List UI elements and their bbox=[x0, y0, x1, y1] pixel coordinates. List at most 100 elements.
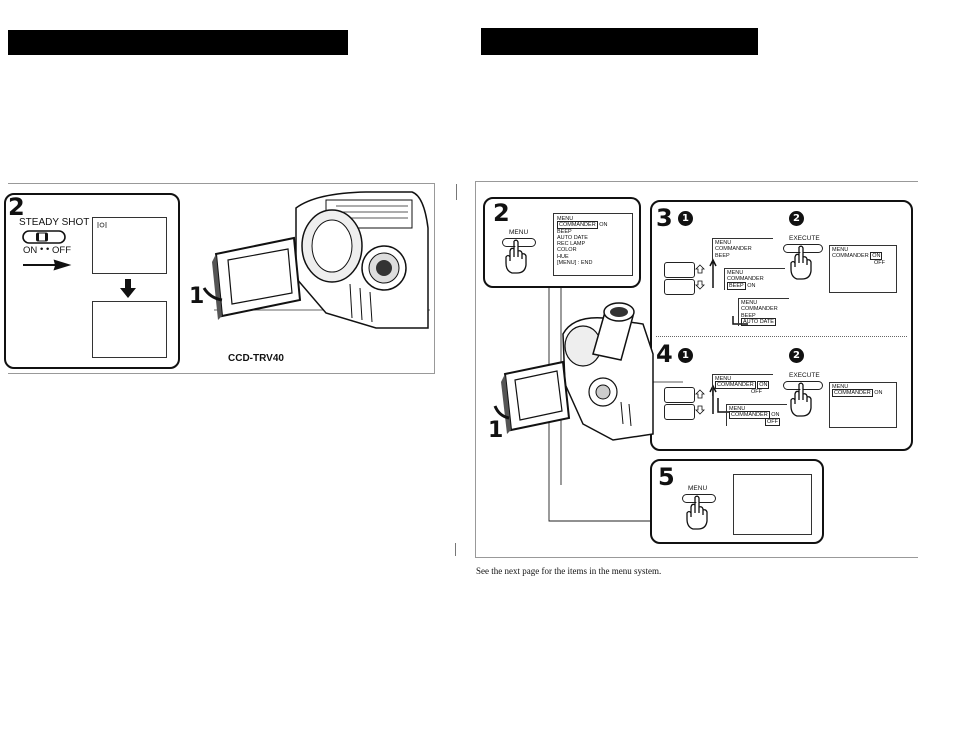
menu-line-6: HUE bbox=[557, 253, 569, 260]
steady-shot-switch-icon bbox=[22, 230, 66, 244]
page-margin-mark bbox=[456, 184, 457, 200]
step3-flow-arrows bbox=[709, 258, 748, 325]
step-divider bbox=[656, 336, 907, 337]
left-header-bar bbox=[8, 30, 348, 55]
result3-commander: COMMANDER bbox=[832, 253, 869, 260]
left-step1-number: 1 bbox=[189, 284, 205, 309]
right-step2-panel: 2 MENU MENU COMMANDER ON BEEP AUTO DATE … bbox=[483, 197, 641, 288]
left-figure-frame bbox=[8, 183, 435, 374]
step4-up-down-arrows-icon bbox=[695, 389, 705, 415]
screen-a-line-2: BEEP bbox=[715, 252, 730, 259]
screen-a-line-1: COMMANDER bbox=[715, 246, 752, 253]
screen-c-line-0: MENU bbox=[741, 300, 758, 306]
left-step2-panel: 2 STEADY SHOT ON • • OFF bbox=[4, 193, 180, 369]
step3-screen-c: MENU COMMANDER BEEP AUTO DATE bbox=[738, 298, 789, 327]
right-step2-number: 2 bbox=[493, 199, 510, 227]
step4b-line-2: OFF bbox=[729, 417, 785, 426]
step4a-line-1: COMMANDER ON bbox=[715, 381, 771, 390]
step4a-off: OFF bbox=[751, 388, 762, 395]
result3-line-1: COMMANDER ON bbox=[832, 252, 894, 261]
right-step1-number: 1 bbox=[488, 418, 504, 443]
switch-off-label: OFF bbox=[52, 245, 71, 256]
step4-screen-b: MENU COMMANDER ON OFF bbox=[726, 404, 787, 426]
screen-b-line-0: MENU bbox=[727, 270, 744, 276]
step3-4-panel: 3 1 2 MENU COMMANDER BEEP MENU COMMANDER… bbox=[650, 200, 913, 451]
step4-screen-a: MENU COMMANDER ON OFF bbox=[712, 374, 773, 396]
step4b-commander-selected: COMMANDER bbox=[729, 411, 770, 420]
menu-line-1: COMMANDER ON bbox=[557, 221, 629, 230]
camcorder-illustration-right bbox=[493, 302, 683, 441]
step4a-commander-selected: COMMANDER bbox=[715, 381, 756, 390]
viewfinder-screen-top bbox=[92, 217, 167, 274]
step4a-on: ON bbox=[757, 381, 770, 390]
slide-arrow-icon bbox=[23, 259, 72, 271]
step5-panel: 5 MENU bbox=[650, 459, 824, 544]
result4-commander: COMMANDER bbox=[832, 389, 873, 398]
screen-a-line-0: MENU bbox=[715, 240, 732, 246]
step3-result-screen: MENU COMMANDER ON OFF bbox=[829, 245, 897, 293]
result4-on: ON bbox=[874, 390, 883, 397]
screen-c-line-1: COMMANDER bbox=[741, 306, 778, 313]
step3-sub1-icon: 1 bbox=[678, 211, 693, 226]
beep-item-selected: BEEP bbox=[727, 281, 746, 290]
menu-line-0: MENU bbox=[557, 216, 574, 222]
steady-shot-indicator-icon bbox=[97, 222, 107, 228]
step3-screen-a: MENU COMMANDER BEEP bbox=[712, 238, 773, 260]
right-step2-button-label: MENU bbox=[509, 229, 529, 236]
step3-sub2-icon: 2 bbox=[789, 211, 804, 226]
model-name: CCD-TRV40 bbox=[228, 353, 284, 364]
caption: See the next page for the items in the m… bbox=[476, 566, 662, 576]
step4b-line-1: COMMANDER ON bbox=[729, 411, 785, 420]
step3-pressing-hand-icon bbox=[790, 245, 812, 280]
step4-pressing-hand-icon bbox=[790, 382, 812, 417]
step5-number: 5 bbox=[658, 463, 675, 491]
down-arrow-icon bbox=[120, 279, 136, 298]
switch-on-label: ON bbox=[23, 245, 38, 256]
step3-up-down-arrows-icon bbox=[695, 264, 705, 290]
camcorder-illustration-left bbox=[212, 191, 430, 329]
screen-b-line-1: COMMANDER bbox=[727, 276, 764, 283]
step5-blank-screen bbox=[733, 474, 812, 535]
step4-down-button[interactable] bbox=[664, 404, 695, 420]
step4b-off-selected: OFF bbox=[765, 417, 780, 426]
step4-sub2-icon: 2 bbox=[789, 348, 804, 363]
result3-on: ON bbox=[870, 252, 883, 261]
commander-item-selected: COMMANDER bbox=[557, 221, 598, 230]
screen-b-line-2: BEEP ON bbox=[727, 281, 783, 290]
open-panel-hand-icon bbox=[202, 287, 223, 302]
menu-line-3: AUTO DATE bbox=[557, 234, 588, 241]
screen-c-line-3: AUTO DATE bbox=[741, 317, 787, 326]
step4-result-screen: MENU COMMANDER ON bbox=[829, 382, 897, 428]
result3-off: OFF bbox=[874, 259, 885, 266]
step3-number: 3 bbox=[656, 204, 673, 232]
step4b-on: ON bbox=[771, 412, 780, 419]
step4a-line-0: MENU bbox=[715, 376, 732, 382]
step4b-line-0: MENU bbox=[729, 406, 746, 412]
step3-up-button[interactable] bbox=[664, 262, 695, 278]
right-header-bar bbox=[481, 28, 758, 55]
step3-execute-label: EXECUTE bbox=[789, 235, 820, 242]
pressing-hand-icon bbox=[505, 239, 527, 274]
menu-line-7: [MENU] : END bbox=[557, 260, 593, 267]
menu-line-2: BEEP bbox=[557, 228, 572, 235]
auto-date-item-selected: AUTO DATE bbox=[741, 317, 776, 326]
step4-number: 4 bbox=[656, 340, 673, 368]
menu-button[interactable] bbox=[502, 238, 536, 247]
step5-pressing-hand-icon bbox=[686, 495, 708, 530]
menu-line-4: REC LAMP bbox=[557, 241, 586, 248]
step4-execute-label: EXECUTE bbox=[789, 372, 820, 379]
step4-up-button[interactable] bbox=[664, 387, 695, 403]
commander-value: ON bbox=[599, 222, 608, 229]
step3-screen-b: MENU COMMANDER BEEP ON bbox=[724, 268, 785, 290]
right-figure-frame bbox=[475, 181, 918, 558]
left-step2-number: 2 bbox=[8, 193, 25, 221]
menu-screen: MENU COMMANDER ON BEEP AUTO DATE REC LAM… bbox=[553, 213, 633, 276]
page-margin-mark-2 bbox=[455, 543, 456, 556]
result4-line-1: COMMANDER ON bbox=[832, 389, 894, 398]
step4-sub1-icon: 1 bbox=[678, 348, 693, 363]
step3-down-button[interactable] bbox=[664, 279, 695, 295]
steady-shot-label: STEADY SHOT bbox=[19, 217, 90, 228]
switch-dots: • • bbox=[40, 244, 50, 255]
beep-value: ON bbox=[747, 282, 756, 289]
screen-c-line-2: BEEP bbox=[741, 312, 756, 319]
